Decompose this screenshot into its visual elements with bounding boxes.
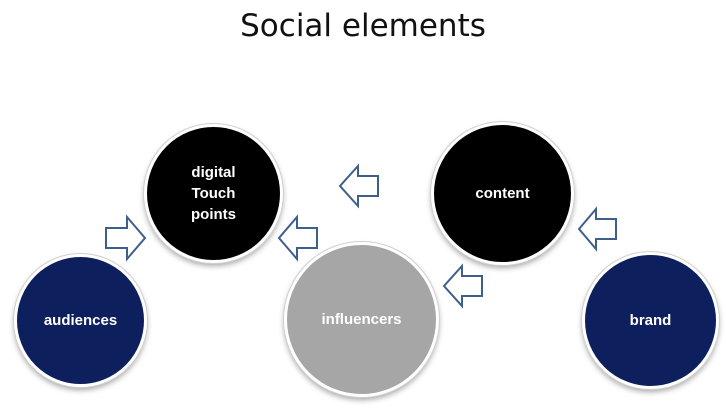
arrow-brand-to-content [577,206,617,252]
node-content: content [431,122,574,265]
arrow-influencers-to-content [442,263,483,309]
node-digital-touch-points-label: digital Touch points [191,164,236,223]
node-brand: brand [582,252,719,389]
node-brand-label: brand [629,312,672,329]
arrow-audiences-to-digital-touch-points [105,214,147,262]
node-digital-touch-points: digital Touch points [144,124,283,263]
arrow-content-to-digital-touch-points [338,163,379,209]
node-content-label: content [475,185,530,202]
node-audiences: audiences [14,254,147,387]
node-influencers-label: influencers [321,311,402,328]
arrow-influencers-to-digital-touch-points [277,214,318,262]
diagram-title: Social elements [240,8,486,44]
node-audiences-label: audiences [43,312,118,329]
node-influencers: influencers [284,242,439,397]
